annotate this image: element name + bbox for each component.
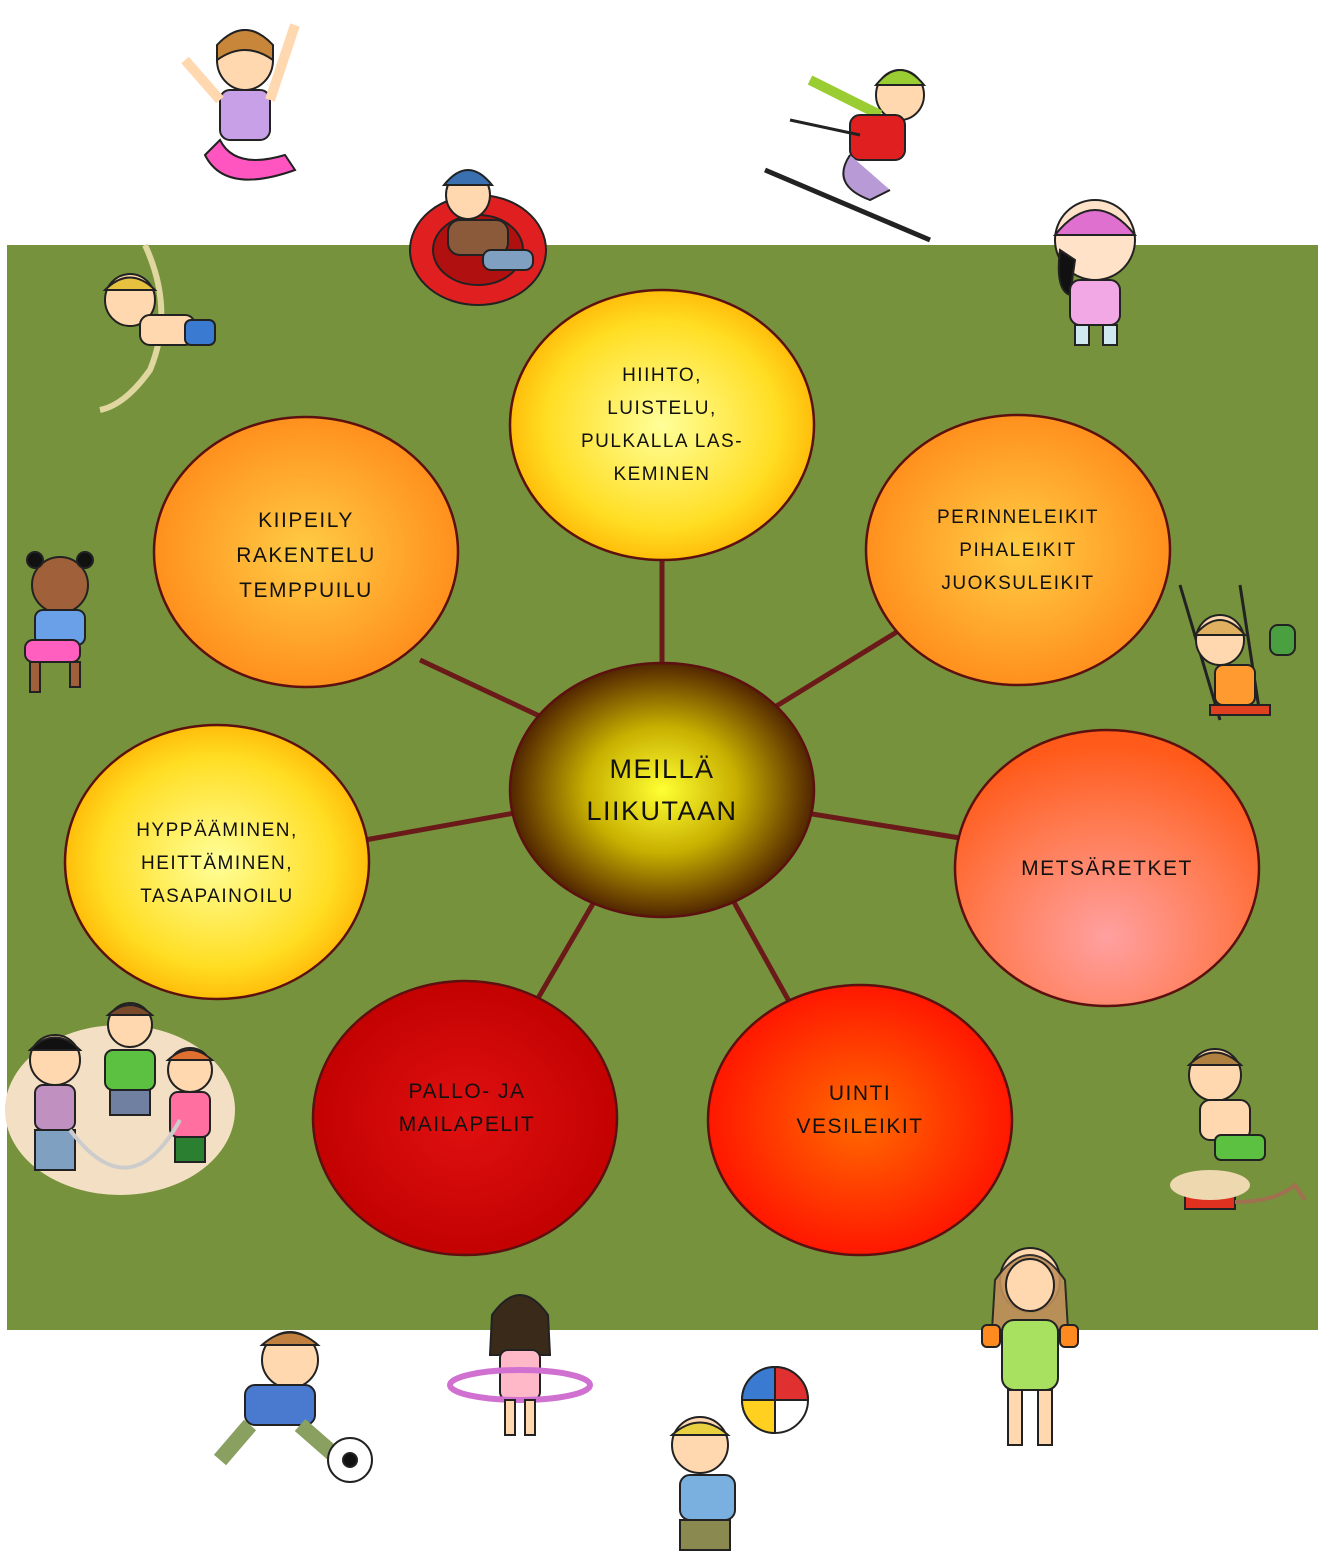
connector-forest	[799, 809, 961, 841]
rope-climber-icon	[99, 243, 216, 413]
center-label: MEILLÄ LIIKUTAAN	[586, 754, 738, 826]
swinging-girl-icon	[1178, 584, 1296, 721]
bubble-forest-label: METSÄRETKET	[1021, 856, 1193, 880]
sledding-kid-icon	[409, 169, 547, 306]
connector-jump	[364, 809, 521, 843]
bubble-winter	[508, 288, 816, 562]
bubble-games	[864, 413, 1172, 687]
bubble-winter-label: HIIHTO, LUISTELU, PULKALLA LAS- KEMINEN	[580, 365, 744, 485]
bubble-jump-label: HYPPÄÄMINEN, HEITTÄMINEN, TASAPAINOILU	[136, 819, 298, 907]
bubble-climb	[152, 415, 460, 689]
bubble-center	[508, 661, 816, 919]
connector-ball	[527, 893, 601, 1014]
bubble-games-label: PERINNELEIKIT PIHALEIKIT JUOKSULEIKIT	[936, 506, 1100, 594]
skating-girl-icon	[1052, 199, 1138, 346]
bubble-ball	[311, 979, 619, 1257]
bubble-forest	[953, 728, 1261, 1008]
connector-swim	[727, 893, 798, 1014]
connectors	[364, 555, 961, 1014]
bubble-jump	[63, 723, 371, 1001]
bubble-swim	[706, 983, 1014, 1257]
skier-icon	[764, 69, 931, 243]
jumping-girl-icon	[181, 23, 300, 181]
soccer-boy-icon	[213, 1331, 373, 1483]
bubble-swim-label: UINTI VESILEIKIT	[796, 1082, 924, 1138]
clapping-girl-icon	[24, 551, 94, 693]
bubble-climb-label: KIIPEILY RAKENTELU TEMPPUILU	[236, 508, 376, 602]
beach-ball-boy-icon	[669, 1365, 810, 1551]
jump-rope-kids-icon	[5, 1002, 235, 1195]
swimmer-girl-icon	[981, 1247, 1079, 1446]
bubble-ball-label: PALLO- JA MAILAPELIT	[398, 1080, 536, 1136]
connector-climb	[418, 657, 550, 723]
connector-games	[768, 627, 902, 713]
hula-hoop-girl-icon	[447, 1294, 593, 1436]
sprinkler-boy-icon	[1170, 1048, 1307, 1210]
